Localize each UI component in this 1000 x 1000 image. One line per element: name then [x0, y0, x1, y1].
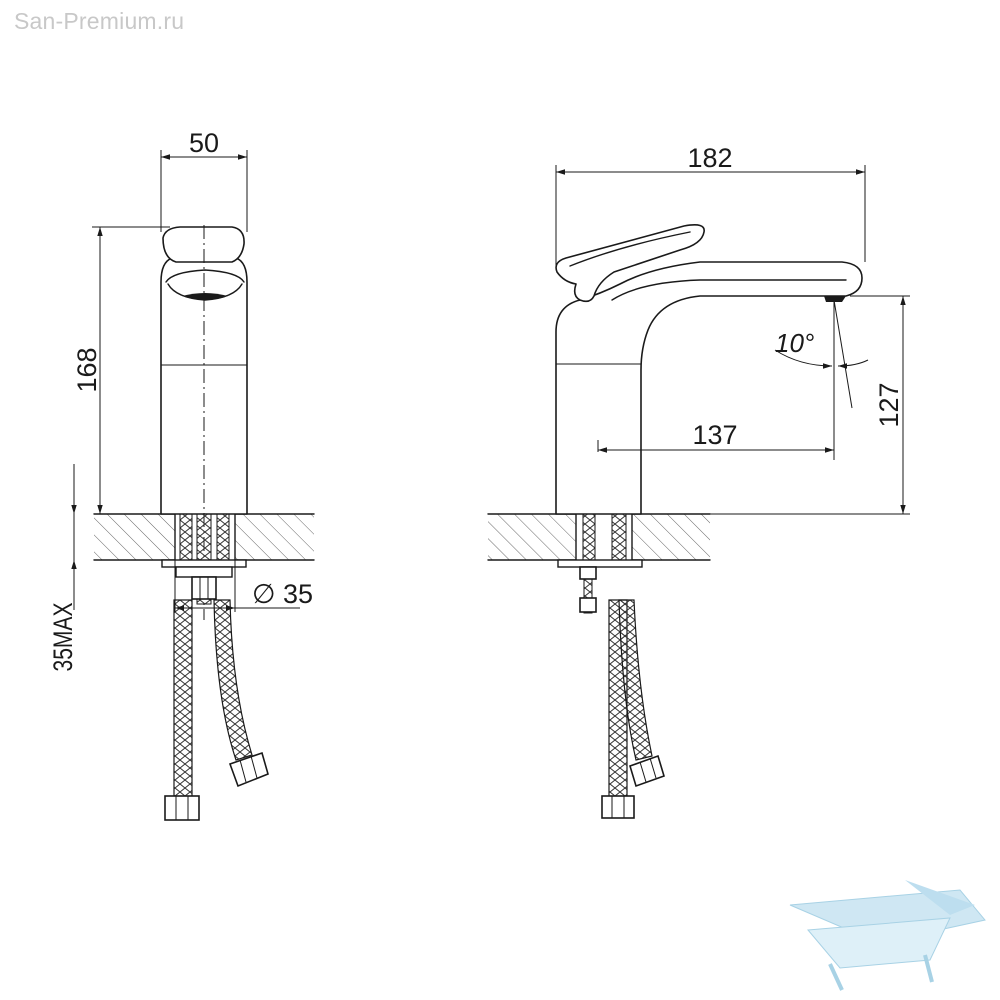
side-faucet-body — [555, 224, 863, 515]
side-countertop-section — [487, 513, 711, 561]
front-faucet-body — [160, 225, 248, 620]
side-angle-dimension: 10° — [774, 299, 869, 409]
front-height-label: 168 — [72, 347, 102, 392]
bathtub-logo-icon — [789, 880, 986, 991]
side-reach-label: 137 — [692, 420, 737, 450]
front-hoses — [164, 599, 269, 821]
front-mount-label: 35MAX — [49, 602, 79, 671]
side-mounting-hardware — [557, 513, 643, 614]
side-view: 182 137 127 10° — [487, 143, 910, 819]
front-hole-label: ∅ 35 — [252, 579, 313, 609]
front-hole-dimension: ∅ 35 — [174, 560, 313, 612]
side-hoses — [601, 599, 665, 819]
side-angle-label: 10° — [775, 328, 814, 358]
front-mounting-hardware — [161, 513, 247, 605]
side-length-dimension: 182 — [555, 143, 866, 268]
front-mount-dimension: 35MAX — [49, 464, 79, 672]
side-reach-dimension: 137 — [597, 300, 835, 460]
front-width-label: 50 — [189, 128, 219, 158]
side-spout-height-dimension: 127 — [710, 295, 910, 515]
front-height-dimension: 168 — [72, 226, 170, 514]
side-spout-height-label: 127 — [874, 382, 904, 427]
watermark-text: San-Premium.ru — [14, 8, 185, 34]
front-width-dimension: 50 — [160, 128, 248, 232]
front-view: 50 168 35MAX ∅ 35 — [49, 128, 315, 821]
side-length-label: 182 — [687, 143, 732, 173]
